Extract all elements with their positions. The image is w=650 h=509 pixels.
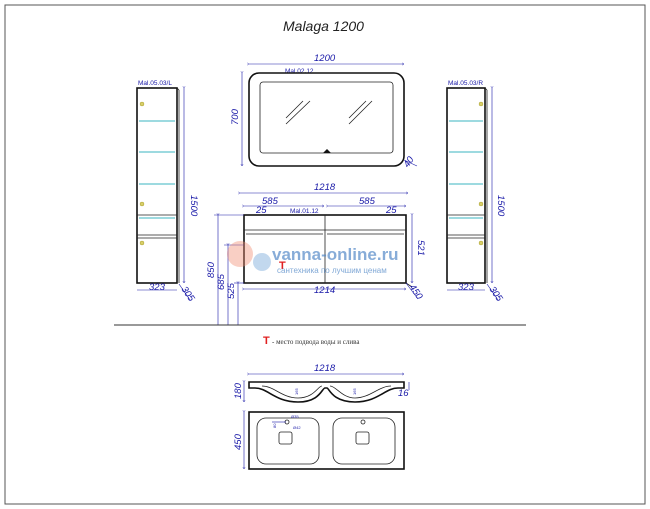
legend-marker: T [263,335,270,347]
sink-top-depth: 450 [233,433,244,450]
drawing-title: Malaga 1200 [283,18,364,34]
sink-side-lip: 16 [398,388,409,399]
right-knob-bottom [478,240,484,246]
mirror-switch-icon [323,149,331,153]
right-drain [355,431,370,445]
left-drain [278,431,293,445]
right-column-cabinet: Mal.05.03/R 1500 323 305 [446,80,506,304]
left-knob-bottom [139,240,145,246]
mount-height-685: 685 [216,273,227,290]
right-knob-upper [478,101,484,107]
watermark-tagline: сантехника по лучшим ценам [277,266,387,275]
right-column-width: 323 [458,282,475,293]
mirror-panel: 1200 Mal.02.12 700 40 [230,53,418,170]
right-column-height: 1500 [495,195,506,217]
water-supply-marker: T [279,260,286,272]
sink-top-view: 80 Ø35 Ø42 450 [233,412,405,470]
mirror-width: 1200 [314,53,336,64]
mount-height-525: 525 [226,282,237,299]
tap-hole-offset: 80 [272,423,277,428]
cabinet-half-left: 585 [262,196,279,207]
cabinet-inset-left: 25 [255,205,267,216]
right-knob-lower [478,201,484,207]
vanity-cabinet: 1218 585 585 25 25 Mal.01.12 T 521 1214 … [206,182,426,325]
left-knob-lower [139,201,145,207]
cabinet-inset-right: 25 [385,205,397,216]
sink-side-view: 1218 165 165 180 16 [233,363,410,403]
cabinet-code: Mal.01.12 [290,208,319,215]
left-knob-upper [139,101,145,107]
left-column-code: Mal.05.03/L [138,80,172,87]
tap-hole-diameter-b: Ø42 [293,425,301,430]
watermark: vanna-online.ru сантехника по лучшим цен… [227,241,399,275]
mirror-code: Mal.02.12 [285,68,314,75]
legend: T - место подвода воды и слива [263,335,360,347]
sink-side-width: 1218 [314,363,336,374]
sink-inner-left: 165 [294,388,299,395]
watermark-brand: vanna-online.ru [272,245,399,264]
tap-hole-diameter-a: Ø35 [291,414,299,419]
right-tap-hole [360,419,366,425]
sink-side-height: 180 [233,382,244,399]
sheet-frame [4,4,646,505]
cabinet-bottom-width: 1214 [314,285,335,296]
mount-height-850: 850 [206,261,217,278]
legend-text: - место подвода воды и слива [272,338,360,346]
mirror-height: 700 [230,108,241,125]
sink-inner-right: 165 [352,388,357,395]
left-column-cabinet: Mal.05.03/L 1500 323 305 [136,80,199,304]
cabinet-height: 521 [415,240,426,256]
left-column-height: 1500 [188,195,199,217]
right-column-code: Mal.05.03/R [448,80,483,87]
cabinet-top-width: 1218 [314,182,336,193]
left-column-width: 323 [149,282,166,293]
cabinet-half-right: 585 [359,196,376,207]
